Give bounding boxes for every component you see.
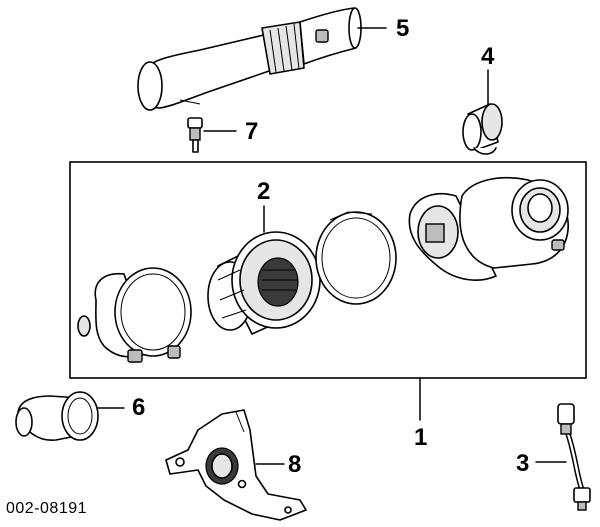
part-6-elbow-hose xyxy=(15,391,99,441)
callout-6: 6 xyxy=(132,394,146,421)
callout-8: 8 xyxy=(288,451,302,478)
part-4-coupler xyxy=(462,103,503,155)
part-1-assembly-frame xyxy=(69,161,587,379)
callout-7: 7 xyxy=(245,118,259,145)
part-2-filter-element xyxy=(207,231,321,335)
callout-1: 1 xyxy=(414,424,428,451)
callout-2: 2 xyxy=(257,178,271,205)
seal-ring xyxy=(315,211,397,305)
callout-5: 5 xyxy=(396,15,410,42)
housing-lower xyxy=(77,267,192,363)
housing-upper xyxy=(408,176,569,281)
part-5-intake-tube xyxy=(137,7,362,111)
part-7-sensor xyxy=(187,117,203,153)
part-8-bracket xyxy=(165,409,307,521)
part-3-wire-harness xyxy=(557,403,591,511)
callout-4: 4 xyxy=(481,43,495,70)
callout-3: 3 xyxy=(516,450,530,477)
diagram-id: 002-08191 xyxy=(6,500,88,517)
